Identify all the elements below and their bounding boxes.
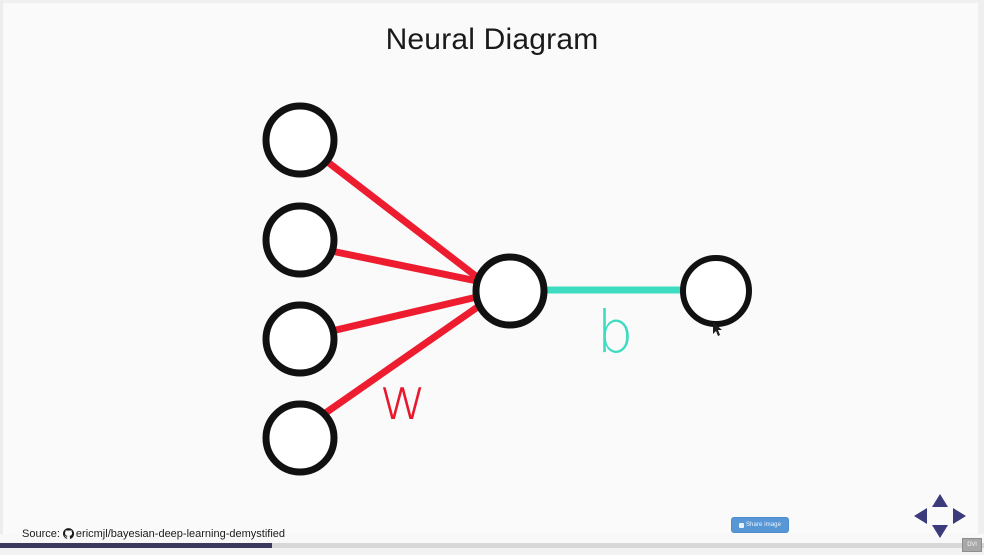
input-node-2[interactable] xyxy=(262,202,338,278)
input-node-4[interactable] xyxy=(262,400,338,476)
arrow-left-icon[interactable] xyxy=(914,508,927,524)
weight-edge-1 xyxy=(325,159,481,281)
share-image-button[interactable]: Share image xyxy=(731,517,789,533)
canvas-left-edge xyxy=(0,0,3,534)
share-button-label: Share image xyxy=(745,522,782,528)
bias-label: b xyxy=(597,298,634,366)
neural-diagram-svg: Neural Diagram w xyxy=(262,23,752,476)
source-bar: Source: ericmjl/bayesian-deep-learning-de… xyxy=(0,526,984,543)
bottom-strip xyxy=(0,548,984,555)
weights-label: w xyxy=(379,365,426,433)
pen-cursor-icon xyxy=(713,322,722,336)
progress-fill xyxy=(0,543,272,548)
source-text-wrapper: Source: ericmjl/bayesian-deep-learning-de… xyxy=(22,528,285,542)
page-title: Neural Diagram xyxy=(386,23,599,56)
weight-edge-2 xyxy=(332,248,481,285)
corner-badge: DVI xyxy=(962,538,982,552)
arrow-right-icon[interactable] xyxy=(953,508,966,524)
progress-track[interactable] xyxy=(0,543,984,548)
dpad-svg xyxy=(914,494,966,538)
weight-edge-4 xyxy=(320,302,483,418)
source-prefix: Source: xyxy=(22,527,60,540)
github-icon xyxy=(62,527,74,542)
share-icon xyxy=(738,522,744,528)
output-node[interactable] xyxy=(680,255,752,327)
input-node-3[interactable] xyxy=(262,301,338,377)
input-node-1[interactable] xyxy=(262,102,338,178)
pan-dpad[interactable] xyxy=(908,490,972,542)
whiteboard-canvas[interactable]: Neural Diagram w xyxy=(0,0,984,534)
canvas-top-edge xyxy=(0,0,984,3)
source-repo: ericmjl/bayesian-deep-learning-demystifi… xyxy=(75,527,286,540)
corner-badge-label: DVI xyxy=(967,542,977,548)
canvas-right-edge xyxy=(978,0,984,534)
arrow-up-icon[interactable] xyxy=(932,494,948,507)
weight-edges-group xyxy=(320,159,483,418)
weight-edge-3 xyxy=(332,293,481,334)
nodes-group xyxy=(262,102,752,476)
arrow-down-icon[interactable] xyxy=(932,525,948,538)
hidden-node[interactable] xyxy=(472,253,548,329)
